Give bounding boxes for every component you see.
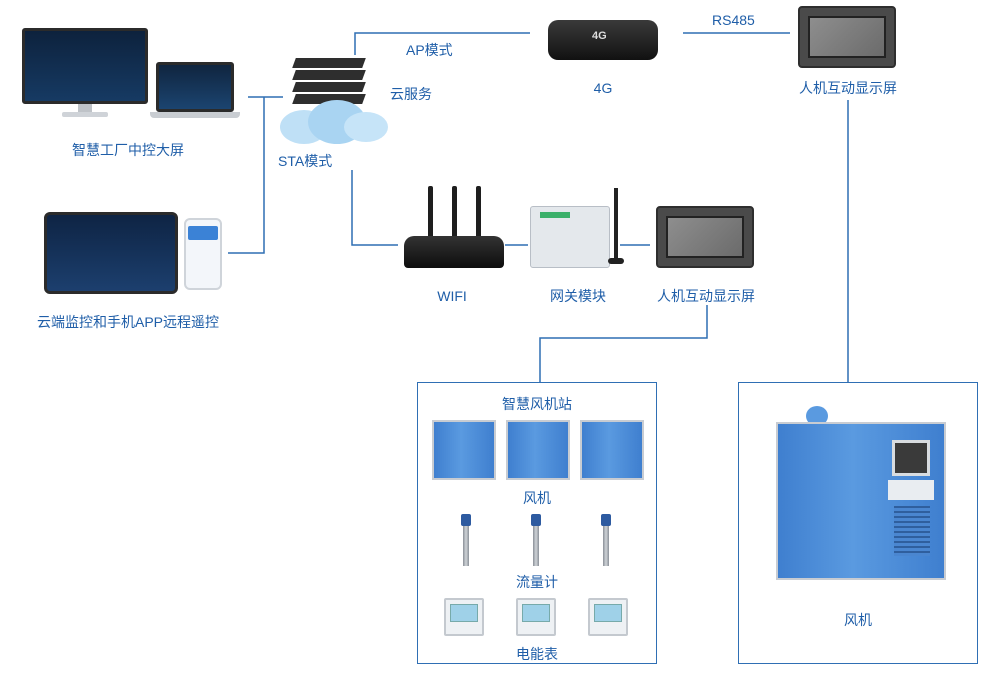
flowmeter-3-icon xyxy=(598,514,614,566)
mobile-app-phone xyxy=(184,218,222,290)
cloud-server-icon xyxy=(280,48,388,148)
energy-meter-3-icon xyxy=(588,598,628,636)
flowmeter-2-icon xyxy=(528,514,544,566)
fan-cabinet-2 xyxy=(506,420,570,480)
label-gateway: 网关模块 xyxy=(550,288,606,304)
factory-monitor-desktop xyxy=(22,28,148,118)
fan-cabinet-3 xyxy=(580,420,644,480)
cloud-monitor-tablet xyxy=(44,212,178,294)
router-4g-badge: 4G xyxy=(592,30,607,42)
flowmeter-1-icon xyxy=(458,514,474,566)
line-hmi-to-station xyxy=(539,305,708,382)
label-cloud-service: 云服务 xyxy=(390,86,432,102)
gateway-module-icon xyxy=(530,188,626,272)
big-fan-box xyxy=(738,382,978,664)
label-ap-mode: AP模式 xyxy=(406,42,453,58)
line-cloud-to-4g xyxy=(354,32,530,55)
line-app-to-sta xyxy=(228,97,265,254)
label-energy-row: 电能表 xyxy=(516,646,558,662)
label-4g: 4G xyxy=(593,80,613,96)
label-rs485: RS485 xyxy=(712,12,755,28)
label-wifi: WIFI xyxy=(437,288,467,304)
energy-meter-1-icon xyxy=(444,598,484,636)
wifi-router-icon xyxy=(404,186,504,272)
energy-meter-2-icon xyxy=(516,598,556,636)
big-fan-cabinet-icon xyxy=(776,406,946,584)
label-hmi-top: 人机互动显示屏 xyxy=(799,80,897,96)
station-title: 智慧风机站 xyxy=(502,396,572,412)
hmi-mid-icon xyxy=(656,206,754,268)
fan-cabinet-1 xyxy=(432,420,496,480)
router-4g-icon: 4G xyxy=(548,14,658,62)
label-factory-screen: 智慧工厂中控大屏 xyxy=(72,142,184,158)
label-cloud-app: 云端监控和手机APP远程遥控 xyxy=(36,314,220,330)
smart-fan-station-box xyxy=(417,382,657,664)
label-fan-row: 风机 xyxy=(523,490,551,506)
factory-monitor-laptop xyxy=(150,62,240,120)
label-flowmeter-row: 流量计 xyxy=(516,574,558,590)
label-fan-big: 风机 xyxy=(844,612,872,628)
label-sta-mode: STA模式 xyxy=(278,153,333,169)
line-sta-to-wifi xyxy=(351,170,398,246)
hmi-top-icon xyxy=(798,6,896,68)
label-hmi-mid: 人机互动显示屏 xyxy=(657,288,755,304)
